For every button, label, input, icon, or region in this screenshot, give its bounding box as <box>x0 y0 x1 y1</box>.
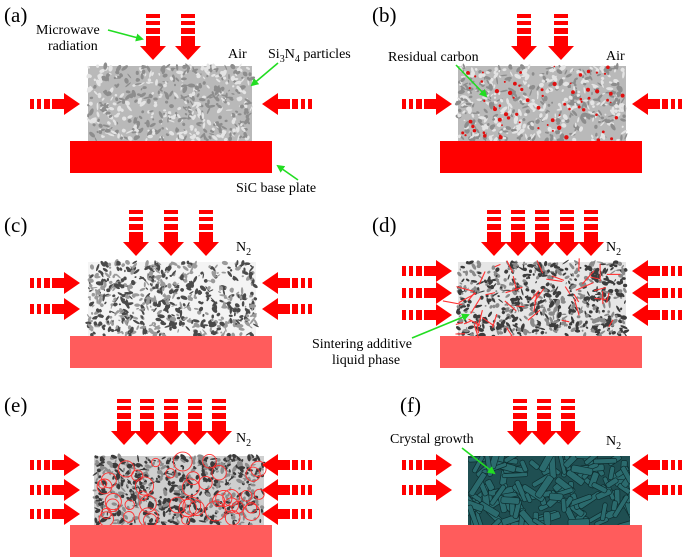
particles-label: Si3N4 particles <box>268 47 351 65</box>
left-arrow-d3 <box>402 304 452 326</box>
left-arrow-e1 <box>30 454 80 476</box>
base-plate-a <box>70 141 272 173</box>
right-arrow-e1 <box>262 454 312 476</box>
down-arrow-d1 <box>481 210 507 256</box>
down-arrow-e5 <box>206 399 232 445</box>
left-arrow-a1 <box>30 93 80 115</box>
base-plate-d <box>440 336 642 368</box>
crystal-growth-leader-line <box>461 447 496 475</box>
particles-leader-line <box>250 62 279 87</box>
left-arrow-c1 <box>30 272 80 294</box>
down-arrow-d4 <box>554 210 580 256</box>
down-arrow-b1 <box>511 14 537 60</box>
down-arrow-f1 <box>507 399 533 445</box>
panel-f-label: (f) <box>400 393 421 417</box>
right-arrow-c2 <box>262 298 312 320</box>
left-arrow-b1 <box>402 93 452 115</box>
sample-f <box>468 456 630 525</box>
microwave-arrows-a <box>30 14 312 115</box>
panel-e: (e) N2 <box>4 393 312 557</box>
right-arrow-e2 <box>262 479 312 501</box>
microwave-label-line1: Microwave <box>36 23 100 38</box>
liquid-phase-label-line1: Sintering additive <box>312 337 412 352</box>
atmosphere-e: N2 <box>236 431 251 449</box>
base-plate-c <box>70 336 272 368</box>
right-arrow-d2 <box>632 282 682 304</box>
panel-f: (f) N2 Crystal growth <box>390 393 682 557</box>
down-arrow-f3 <box>555 399 581 445</box>
base-plate-leader-line <box>276 164 299 181</box>
atmosphere-b: Air <box>606 49 625 64</box>
microwave-leader-line <box>107 29 144 42</box>
atmosphere-c: N2 <box>236 240 251 258</box>
base-plate-b <box>440 141 642 173</box>
sample-b <box>454 62 628 145</box>
down-arrow-d3 <box>529 210 555 256</box>
base-plate-e <box>70 525 272 557</box>
base-plate-f <box>440 525 642 557</box>
liquid-phase-leader-line <box>411 313 470 339</box>
panel-b-label: (b) <box>372 3 397 27</box>
right-arrow-b1 <box>632 93 682 115</box>
crystal-rods <box>468 456 630 525</box>
sample-e <box>92 451 267 529</box>
down-arrow-e2 <box>134 399 160 445</box>
left-arrow-d2 <box>402 282 452 304</box>
down-arrow-e1 <box>111 399 137 445</box>
right-arrow-f2 <box>632 479 682 501</box>
liquid-phase-label-line2: liquid phase <box>332 353 400 368</box>
microwave-arrows-c <box>30 210 312 320</box>
atmosphere-d: N2 <box>606 240 621 258</box>
left-arrow-e2 <box>30 479 80 501</box>
down-arrow-d2 <box>505 210 531 256</box>
atmosphere-a: Air <box>228 47 247 62</box>
microwave-arrows-d <box>402 210 682 326</box>
down-arrow-d5 <box>578 210 604 256</box>
residual-carbon-label: Residual carbon <box>388 50 479 65</box>
down-arrow-c1 <box>123 210 149 256</box>
left-arrow-e3 <box>30 503 80 525</box>
panel-a-label: (a) <box>4 3 27 27</box>
panel-e-label: (e) <box>4 393 27 417</box>
left-arrow-c2 <box>30 298 80 320</box>
down-arrow-c2 <box>158 210 184 256</box>
right-arrow-c1 <box>262 272 312 294</box>
down-arrow-a1 <box>140 14 166 60</box>
base-plate-label: SiC base plate <box>236 181 316 196</box>
right-arrow-d1 <box>632 260 682 282</box>
microwave-arrows-f <box>402 399 682 501</box>
panel-c-label: (c) <box>4 213 27 237</box>
down-arrow-b2 <box>548 14 574 60</box>
panel-d-label: (d) <box>372 213 397 237</box>
left-arrow-f1 <box>402 454 452 476</box>
down-arrow-e3 <box>158 399 184 445</box>
left-arrow-f2 <box>402 479 452 501</box>
down-arrow-f2 <box>531 399 557 445</box>
right-arrow-d3 <box>632 304 682 326</box>
atmosphere-f: N2 <box>606 434 621 452</box>
microwave-arrows-b <box>402 14 682 115</box>
microwave-label-line2: radiation <box>48 39 98 54</box>
sample-a <box>86 62 256 144</box>
panel-b: (b) Air Residual carbon <box>372 3 682 173</box>
crystal-growth-label: Crystal growth <box>390 432 474 447</box>
down-arrow-e4 <box>182 399 208 445</box>
right-arrow-f1 <box>632 454 682 476</box>
panel-c: (c) N2 <box>4 210 312 368</box>
right-arrow-a1 <box>262 93 312 115</box>
left-arrow-d1 <box>402 260 452 282</box>
down-arrow-a2 <box>175 14 201 60</box>
microwave-arrows-e <box>30 399 312 525</box>
down-arrow-c3 <box>193 210 219 256</box>
right-arrow-e3 <box>262 503 312 525</box>
sample-c <box>85 259 259 339</box>
residual-carbon-leader-line <box>455 64 488 98</box>
